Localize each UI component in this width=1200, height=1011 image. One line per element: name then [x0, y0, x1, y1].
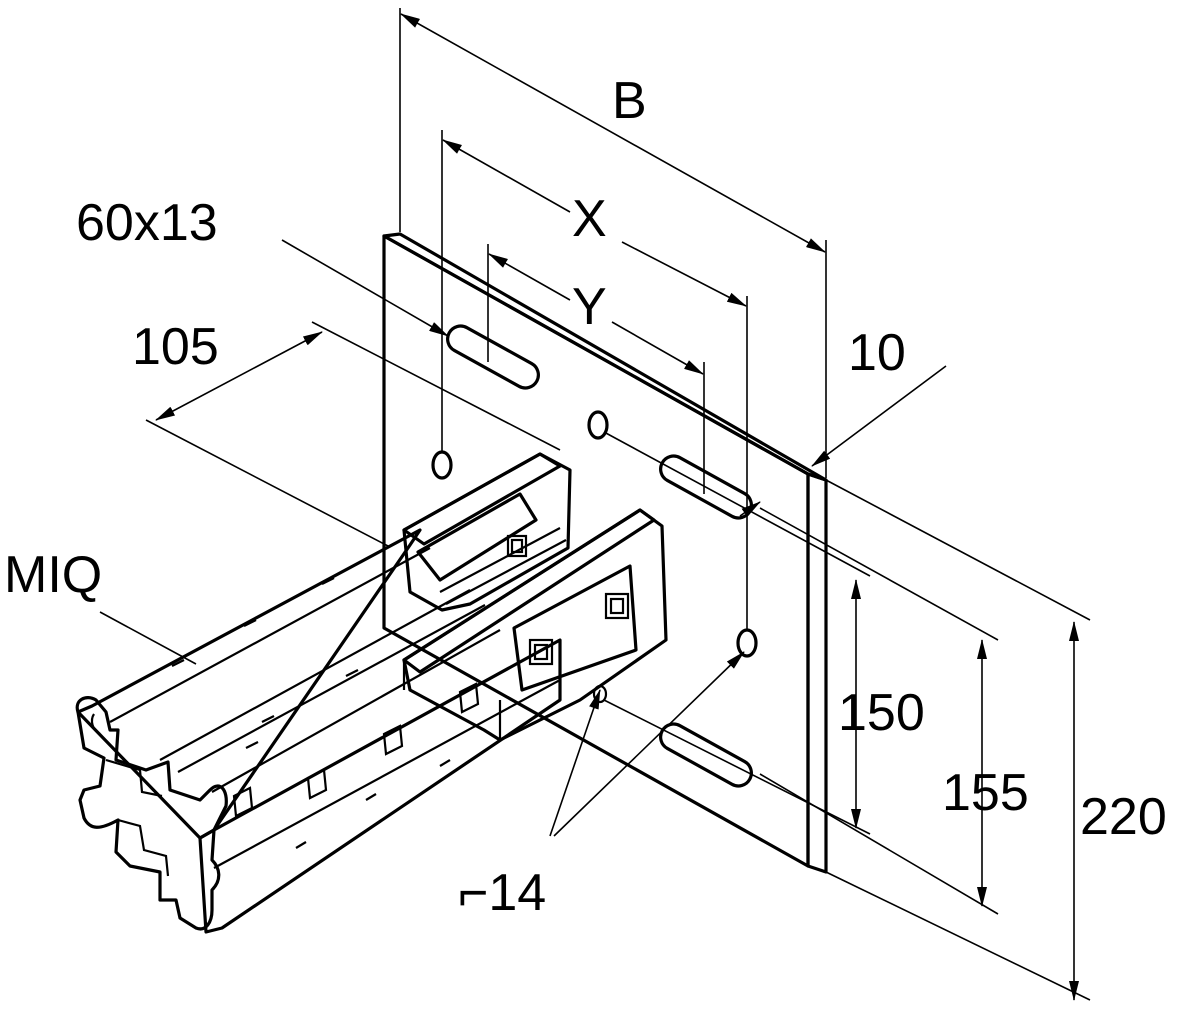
label-y: Y — [572, 278, 607, 336]
dimension-x — [441, 130, 748, 630]
dimension-220 — [825, 479, 1091, 1001]
label-hole-diameter: ⌐14 — [458, 864, 546, 922]
channel-dash-marks — [171, 577, 451, 849]
connector-upper — [402, 452, 572, 612]
label-slot-size: 60x13 — [76, 194, 218, 252]
label-height-155: 155 — [942, 764, 1029, 822]
label-x: X — [572, 190, 607, 248]
leader-hole — [549, 651, 745, 837]
leader-miq — [99, 611, 197, 665]
label-height-150: 150 — [838, 684, 925, 742]
plate-slot-bottom — [659, 722, 753, 788]
connector-lower — [402, 508, 668, 742]
plate-hole-right — [736, 628, 758, 658]
miq-channel — [75, 528, 562, 934]
dimension-10 — [739, 365, 947, 517]
plate-slot-top-left — [446, 324, 540, 390]
label-profile: MIQ — [4, 546, 102, 604]
label-height-220: 220 — [1080, 788, 1167, 846]
dimension-155 — [759, 507, 999, 915]
dimension-b — [399, 8, 827, 478]
leader-slot — [281, 239, 449, 337]
dimension-y — [487, 244, 705, 494]
dimension-150 — [603, 431, 871, 835]
plate-hole-left — [431, 450, 453, 480]
dimension-105 — [145, 321, 561, 547]
channel-perforations — [232, 682, 480, 818]
label-b: B — [612, 72, 647, 130]
plate-hole-center — [587, 410, 609, 440]
label-thickness: 10 — [848, 324, 906, 382]
label-depth: 105 — [132, 318, 219, 376]
